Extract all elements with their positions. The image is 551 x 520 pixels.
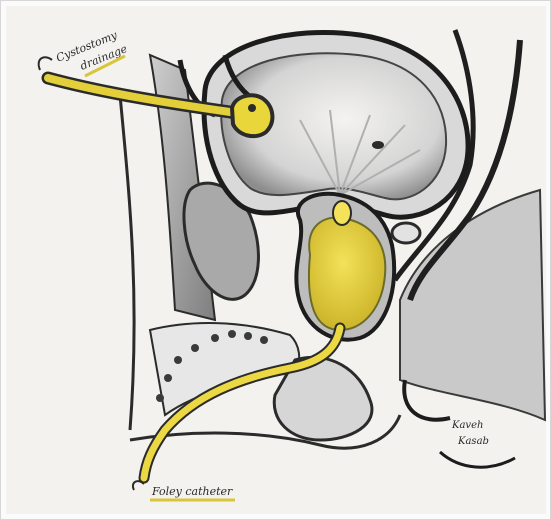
signature-line1: Kaveh [451, 420, 483, 431]
seminal-vesicle [392, 223, 420, 243]
catheter-tip [333, 201, 351, 225]
signature-line2: Kasab [457, 436, 489, 447]
cystostomy-balloon [232, 95, 272, 136]
cystostomy-opening [248, 104, 256, 112]
foley-label: Foley catheter [151, 485, 233, 498]
ureteric-orifice [372, 141, 384, 149]
